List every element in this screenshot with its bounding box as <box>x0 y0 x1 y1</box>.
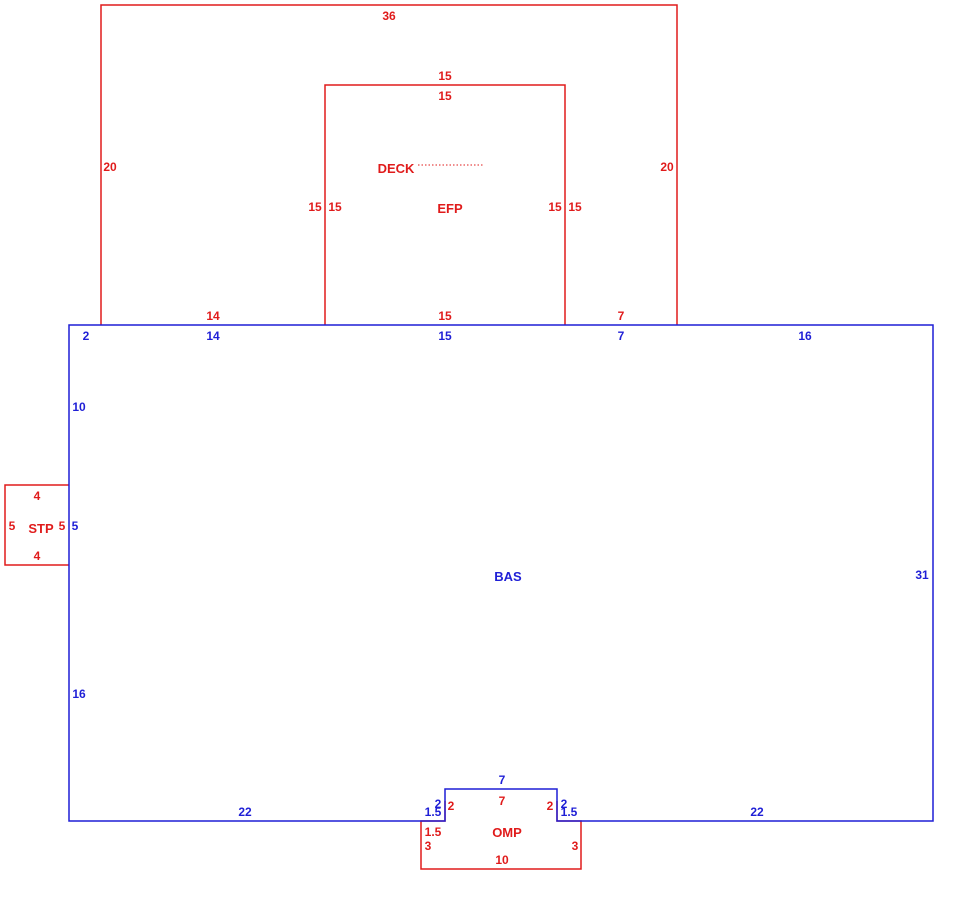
bas-dim-top-a: 2 <box>83 329 90 343</box>
bas-dim-notch-right-up: 2 <box>561 797 568 811</box>
bas-dim-left-lower: 16 <box>72 687 86 701</box>
omp-dim-top: 7 <box>499 794 506 808</box>
deck-label: DECK <box>378 161 415 176</box>
efp-dim-right-inner: 15 <box>548 200 562 214</box>
bas-dim-left-upper: 10 <box>72 400 86 414</box>
bas-dim-top-b: 14 <box>206 329 220 343</box>
efp-dim-left-outer: 15 <box>308 200 322 214</box>
bas-dim-bottom-right: 22 <box>750 805 764 819</box>
stp-dim-top: 4 <box>34 489 41 503</box>
stp-dim-left: 5 <box>9 519 16 533</box>
stp-dim-bottom: 4 <box>34 549 41 563</box>
deck-dim-left: 20 <box>103 160 117 174</box>
bas-dim-notch-top: 7 <box>499 773 506 787</box>
omp-label: OMP <box>492 825 522 840</box>
stp-outline <box>4 484 69 566</box>
deck-dim-bottom-left: 14 <box>206 309 220 323</box>
deck-outline <box>100 4 678 325</box>
stp-dim-right: 5 <box>59 519 66 533</box>
efp-dim-left-inner: 15 <box>328 200 342 214</box>
omp-dim-bottom: 10 <box>495 853 509 867</box>
deck-dim-bottom-right: 7 <box>618 309 625 323</box>
efp-dim-top-inner: 15 <box>438 89 452 103</box>
deck-dim-top: 36 <box>382 9 396 23</box>
bas-dim-notch-right-side: 1.5 <box>561 805 578 819</box>
omp-dim-left-side: 1.5 <box>425 825 442 839</box>
bas-dim-left-mid: 5 <box>72 519 79 533</box>
stp-label: STP <box>28 521 54 536</box>
bas-dim-notch-left-side: 1.5 <box>425 805 442 819</box>
efp-label: EFP <box>437 201 463 216</box>
bas-dim-bottom-left: 22 <box>238 805 252 819</box>
deck-dim-right: 20 <box>660 160 674 174</box>
efp-dim-bottom: 15 <box>438 309 452 323</box>
bas-dim-top-c: 15 <box>438 329 452 343</box>
efp-dim-right-outer: 15 <box>568 200 582 214</box>
omp-dim-right: 3 <box>572 839 579 853</box>
efp-outline <box>324 84 566 325</box>
bas-label: BAS <box>494 569 522 584</box>
bas-dim-notch-left-up: 2 <box>435 797 442 811</box>
bas-dim-right: 31 <box>915 568 929 582</box>
bas-outline <box>68 324 934 822</box>
omp-dim-right-up: 2 <box>547 799 554 813</box>
omp-dim-left: 3 <box>425 839 432 853</box>
efp-dim-top-outer: 15 <box>438 69 452 83</box>
omp-dim-left-up: 2 <box>448 799 455 813</box>
bas-dim-top-d: 7 <box>618 329 625 343</box>
bas-dim-top-e: 16 <box>798 329 812 343</box>
